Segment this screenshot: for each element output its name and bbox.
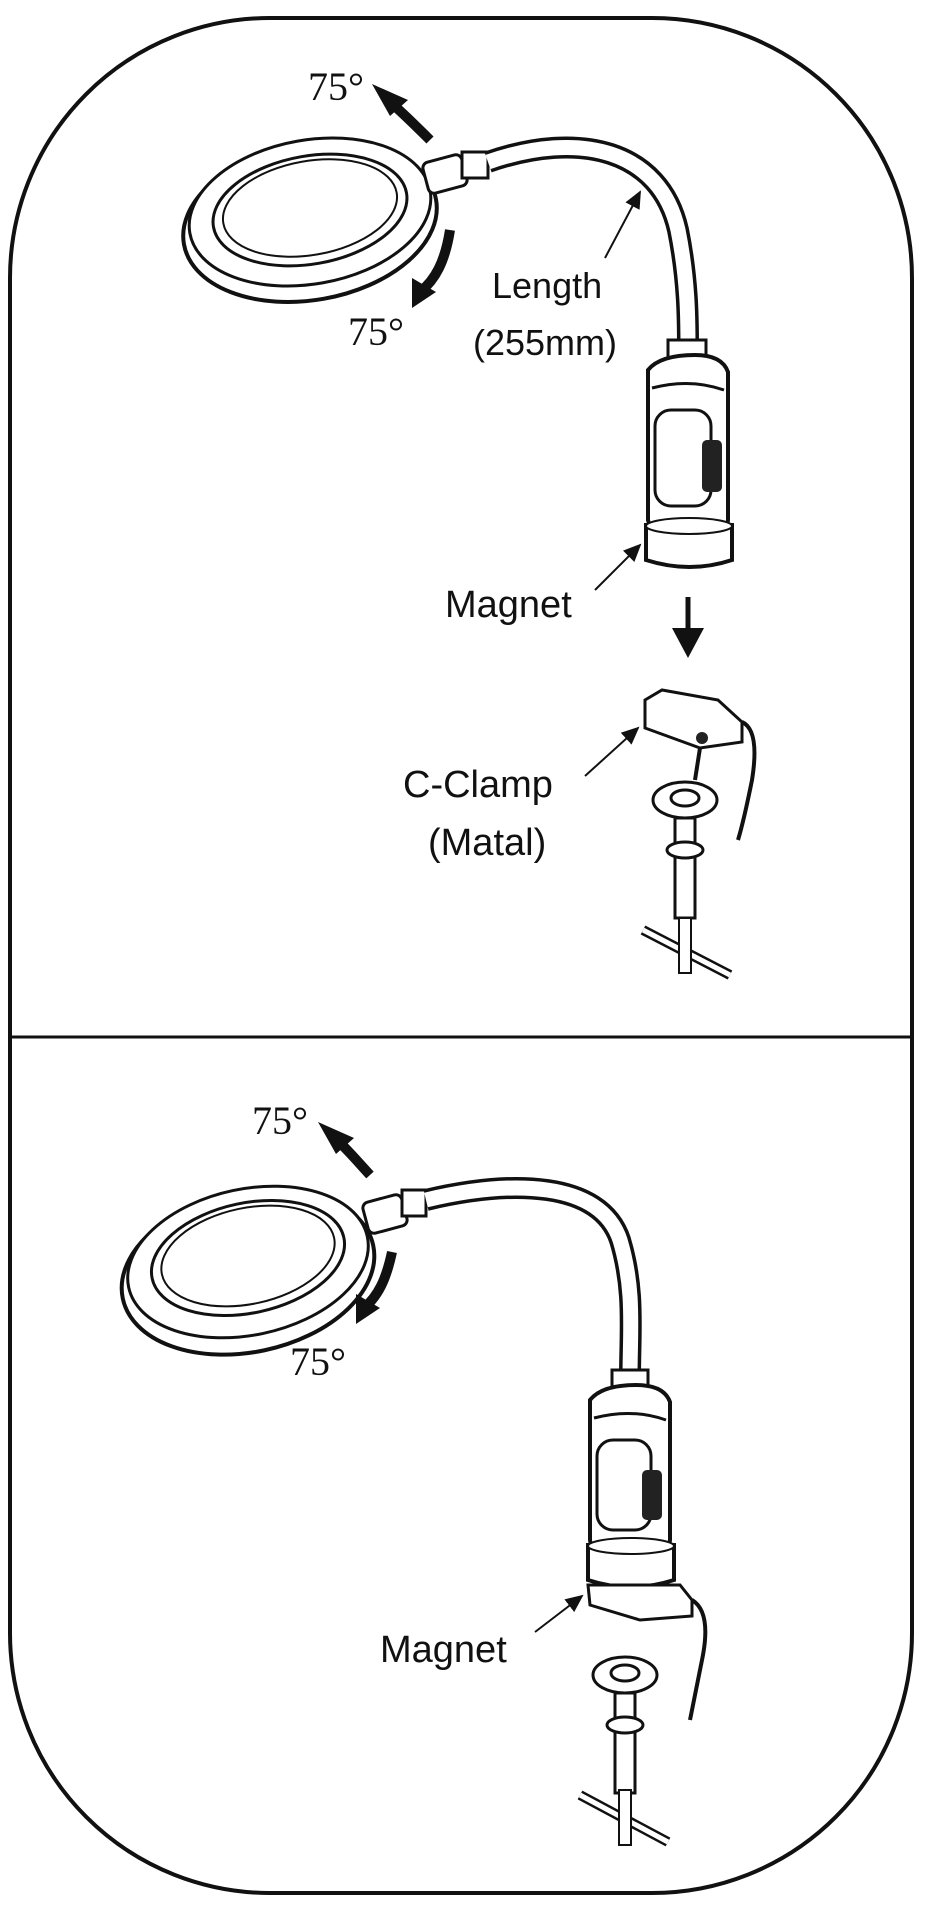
- angle-label-top-upper: 75°: [308, 64, 364, 109]
- c-clamp-top: [640, 688, 757, 980]
- magnifier-lens-top: [181, 136, 490, 304]
- magnet-leader-bottom: [534, 1594, 584, 1633]
- clamp-leader: [584, 726, 640, 777]
- magnet-label-top: Magnet: [445, 584, 572, 626]
- attach-down-arrow: [672, 597, 704, 658]
- c-clamp-material: (Matal): [428, 822, 546, 864]
- length-label: Length: [492, 265, 602, 306]
- magnet-label-bottom: Magnet: [380, 1629, 507, 1671]
- length-value: (255mm): [473, 322, 617, 363]
- magnifier-lens-bottom: [119, 1184, 428, 1357]
- angle-label-bottom-upper: 75°: [252, 1098, 308, 1143]
- angle-label-top-lower: 75°: [348, 309, 404, 354]
- angle-label-bottom-lower: 75°: [290, 1339, 346, 1384]
- outer-frame: [8, 16, 914, 1895]
- top-panel: 75° 75° Length (255mm) Magnet C-Clamp (M…: [181, 64, 757, 980]
- bottom-panel: 75° 75° Magnet: [119, 1098, 708, 1847]
- length-leader: [604, 190, 641, 259]
- c-clamp-bottom: [577, 1583, 708, 1847]
- lamp-body-bottom: [586, 1368, 676, 1589]
- magnet-leader-top: [594, 543, 642, 591]
- lamp-body-top: [644, 338, 734, 569]
- c-clamp-label: C-Clamp: [403, 764, 553, 806]
